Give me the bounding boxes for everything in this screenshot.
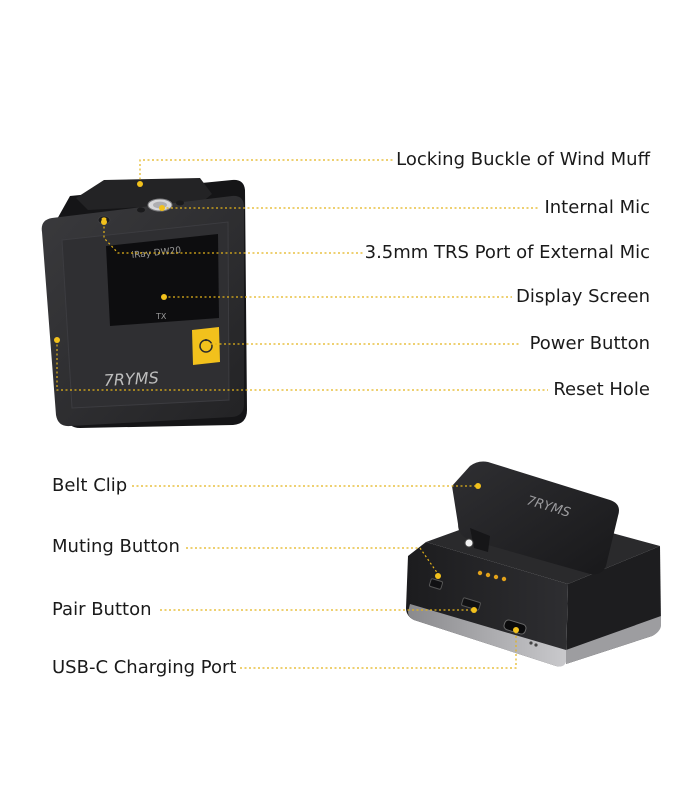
label-locking-buckle: Locking Buckle of Wind Muff — [396, 149, 650, 170]
display-screen — [106, 234, 219, 326]
bottom-leader-dots — [435, 483, 519, 633]
transmitter-back-view — [406, 461, 661, 667]
label-belt-clip: Belt Clip — [52, 475, 128, 496]
label-reset-hole: Reset Hole — [553, 379, 650, 400]
label-pair-button: Pair Button — [52, 599, 152, 620]
tx-indicator-text: TX — [155, 312, 167, 321]
leader-usb-c — [240, 630, 517, 669]
muting-button-body — [428, 578, 444, 590]
belt-clip — [452, 461, 619, 575]
label-power-button: Power Button — [529, 333, 650, 354]
leader-muting-button — [186, 547, 439, 575]
label-display-screen: Display Screen — [516, 286, 650, 307]
leader-locking-buckle — [139, 159, 394, 184]
label-muting-button: Muting Button — [52, 536, 180, 557]
top-leader-lines — [56, 159, 548, 391]
brand-logo-front: 7RYMS — [103, 368, 159, 390]
device-side — [406, 542, 568, 667]
label-trs-port: 3.5mm TRS Port of External Mic — [364, 242, 650, 263]
label-usb-c: USB-C Charging Port — [52, 657, 237, 678]
transmitter-front-view — [41, 178, 247, 428]
pair-button-body — [461, 597, 481, 611]
bottom-leader-lines — [132, 485, 517, 669]
label-internal-mic: Internal Mic — [544, 197, 650, 218]
top-leader-dots — [54, 181, 209, 347]
usb-c-port-body — [503, 619, 527, 635]
leader-reset-hole — [56, 340, 548, 391]
